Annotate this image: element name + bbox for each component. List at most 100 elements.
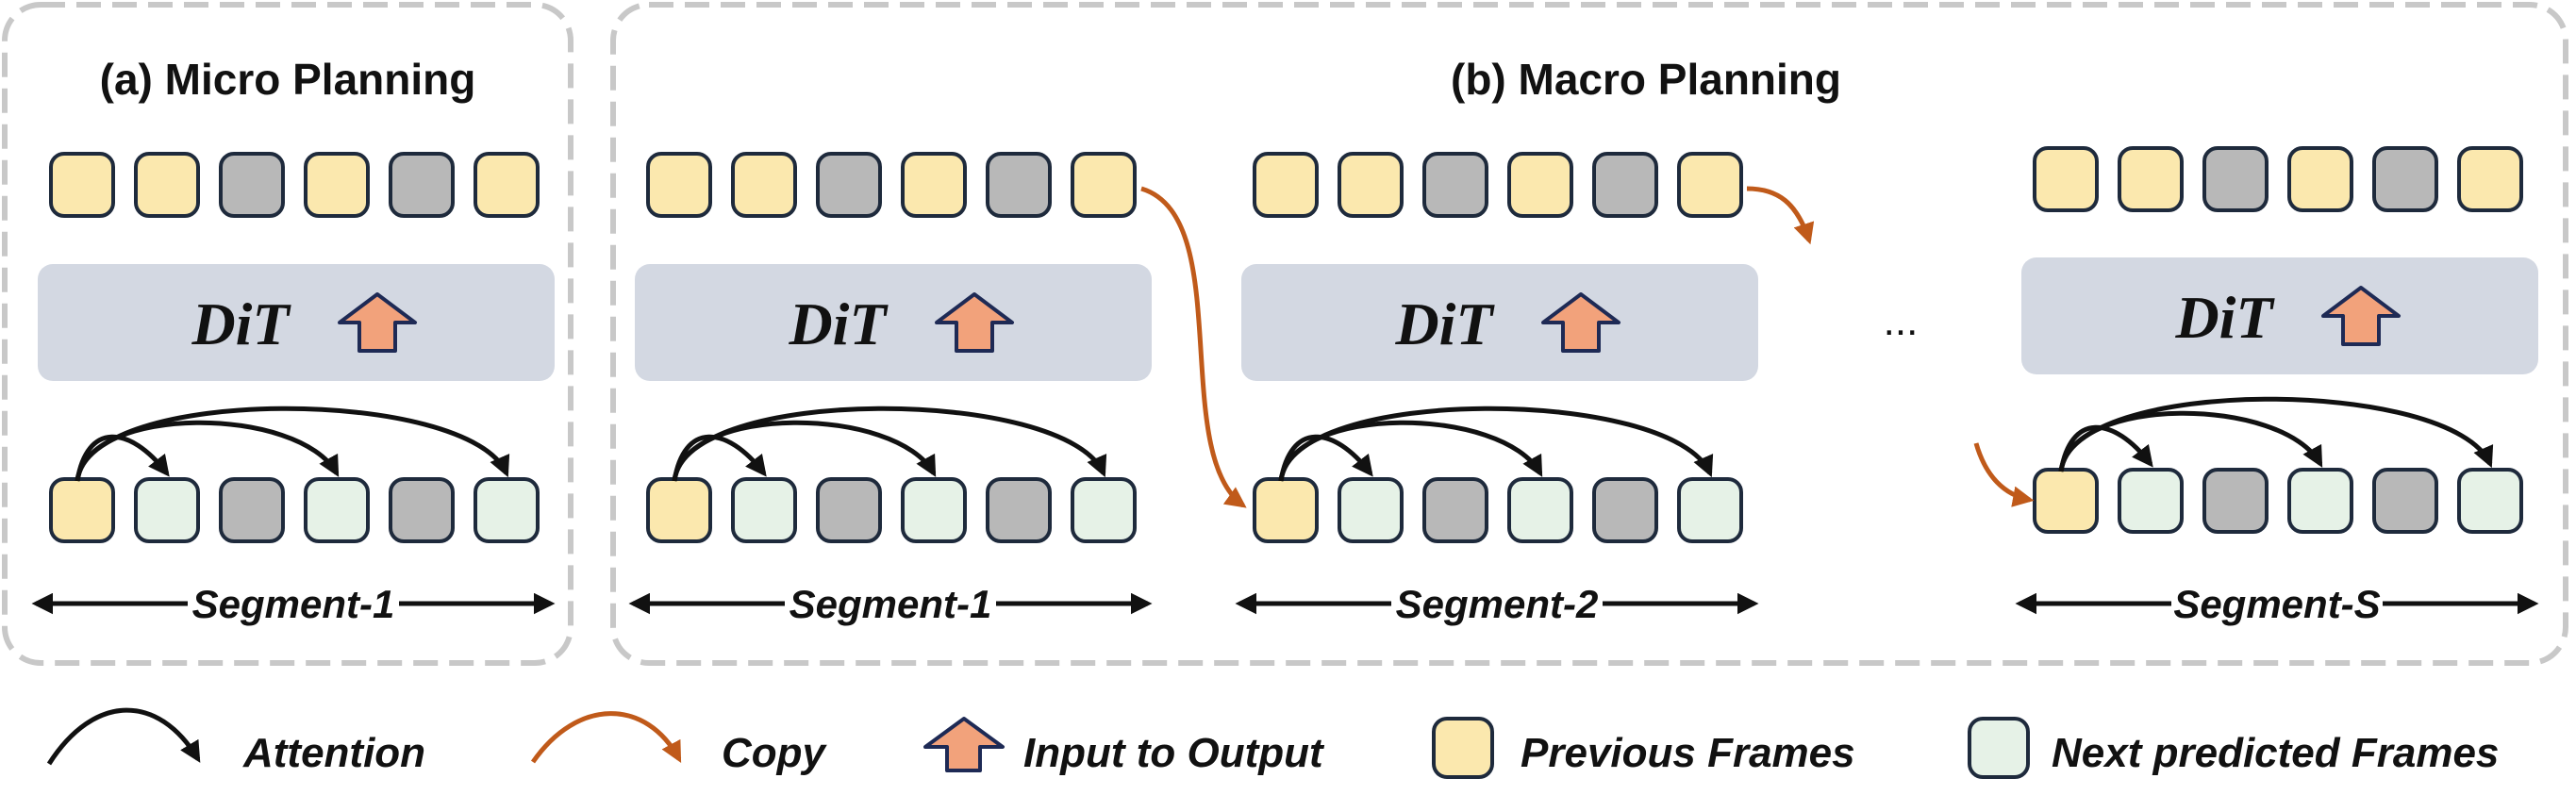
- output-frame-predicted: [1071, 477, 1137, 543]
- dit-block: [38, 264, 555, 381]
- micro-planning-title: (a) Micro Planning: [100, 55, 476, 104]
- attention-arrow: [1278, 434, 1373, 482]
- segment-label: Segment-1: [192, 582, 395, 626]
- attention-arrow: [2058, 396, 2494, 472]
- output-frame-previous: [49, 477, 115, 543]
- next-predicted-frames-legend-icon: [1968, 717, 2030, 779]
- attention-arrow: [1278, 420, 1543, 482]
- output-frame-masked: [219, 477, 285, 543]
- attention-arrow: [672, 406, 1107, 482]
- dit-block: [635, 264, 1152, 381]
- input-frame-previous: [2287, 146, 2353, 212]
- output-frame-previous: [2033, 468, 2099, 534]
- ellipsis: ...: [1884, 298, 1919, 344]
- attention-arrow: [75, 406, 510, 482]
- dit-label: DiT: [1394, 290, 1495, 357]
- input-to-output-arrow-icon: [935, 292, 1014, 353]
- input-frame-previous: [901, 152, 967, 218]
- input-frame-previous: [1677, 152, 1743, 218]
- copy-legend-icon: [530, 711, 682, 764]
- legend-next-predicted-frames-label: Next predicted Frames: [2052, 730, 2499, 776]
- output-frame-predicted: [304, 477, 370, 543]
- segment-label: Segment-S: [2173, 582, 2380, 626]
- input-frame-previous: [49, 152, 115, 218]
- attention-legend-icon: [46, 707, 201, 766]
- attention-arrow: [672, 420, 937, 482]
- dit-block: [1241, 264, 1758, 381]
- output-frame-masked: [816, 477, 882, 543]
- input-frame-masked: [986, 152, 1052, 218]
- input-frame-previous: [1507, 152, 1573, 218]
- legend-copy-label: Copy: [722, 730, 828, 776]
- output-frame-predicted: [1507, 477, 1573, 543]
- input-frame-previous: [474, 152, 540, 218]
- planning-block-4: DiT Segment-S: [2015, 146, 2539, 626]
- input-frame-previous: [1338, 152, 1404, 218]
- previous-frames-legend-icon: [1432, 717, 1494, 779]
- planning-block-2: DiT Segment-1: [628, 152, 1153, 626]
- output-frame-predicted: [474, 477, 540, 543]
- output-frame-masked: [986, 477, 1052, 543]
- attention-arrow: [75, 434, 170, 482]
- input-frame-previous: [646, 152, 712, 218]
- copy-arrow-in-segment-s: [1973, 442, 2035, 507]
- output-frame-predicted: [731, 477, 797, 543]
- legend-input-to-output-label: Input to Output: [1023, 730, 1325, 776]
- input-to-output-arrow-icon: [2321, 286, 2401, 346]
- input-frame-previous: [2118, 146, 2184, 212]
- output-frame-previous: [1253, 477, 1319, 543]
- planning-block-1: DiT Segment-1: [31, 152, 556, 626]
- dit-block: [2021, 257, 2538, 374]
- attention-arrow: [75, 420, 340, 482]
- legend-previous-frames-label: Previous Frames: [1521, 730, 1855, 776]
- input-frame-previous: [731, 152, 797, 218]
- input-frame-masked: [389, 152, 455, 218]
- input-frame-masked: [219, 152, 285, 218]
- segment-label: Segment-1: [789, 582, 992, 626]
- output-frame-predicted: [901, 477, 967, 543]
- output-frame-predicted: [2457, 468, 2523, 534]
- copy-arrow-segment-2-out: [1746, 186, 1815, 245]
- input-frame-masked: [1422, 152, 1488, 218]
- input-to-output-arrow-icon: [1541, 292, 1620, 353]
- output-frame-predicted: [134, 477, 200, 543]
- output-frame-predicted: [2118, 468, 2184, 534]
- input-frame-previous: [134, 152, 200, 218]
- blocks-layer: DiTSegment-1DiTSegment-1DiTSegment-2DiTS…: [31, 146, 2539, 626]
- output-frame-masked: [2372, 468, 2438, 534]
- attention-arrow: [2058, 410, 2323, 472]
- legend: Attention Copy Input to Output Previous …: [46, 707, 2499, 779]
- dit-label: DiT: [2174, 284, 2275, 351]
- input-frame-previous: [2033, 146, 2099, 212]
- output-frame-masked: [1422, 477, 1488, 543]
- micro-planning-panel: [2, 2, 573, 666]
- copy-arrow-segment-1-to-2: [1140, 186, 1247, 508]
- attention-arrow: [1278, 406, 1714, 482]
- input-frame-previous: [1071, 152, 1137, 218]
- input-frame-masked: [2202, 146, 2269, 212]
- input-frame-masked: [1592, 152, 1658, 218]
- output-frame-masked: [2202, 468, 2269, 534]
- input-frame-previous: [2457, 146, 2523, 212]
- input-frame-previous: [304, 152, 370, 218]
- input-frame-masked: [2372, 146, 2438, 212]
- output-frame-predicted: [1677, 477, 1743, 543]
- input-to-output-arrow-icon: [338, 292, 417, 353]
- dit-label: DiT: [788, 290, 889, 357]
- dit-label: DiT: [191, 290, 291, 357]
- output-frame-previous: [646, 477, 712, 543]
- output-frame-predicted: [1338, 477, 1404, 543]
- output-frame-masked: [389, 477, 455, 543]
- legend-attention-label: Attention: [242, 730, 425, 776]
- attention-arrow: [2058, 424, 2153, 472]
- input-frame-previous: [1253, 152, 1319, 218]
- input-to-output-legend-icon: [923, 717, 1005, 772]
- input-frame-masked: [816, 152, 882, 218]
- output-frame-masked: [1592, 477, 1658, 543]
- macro-planning-title: (b) Macro Planning: [1451, 55, 1841, 104]
- output-frame-predicted: [2287, 468, 2353, 534]
- macro-planning-panel: [610, 2, 2568, 666]
- attention-arrow: [672, 434, 767, 482]
